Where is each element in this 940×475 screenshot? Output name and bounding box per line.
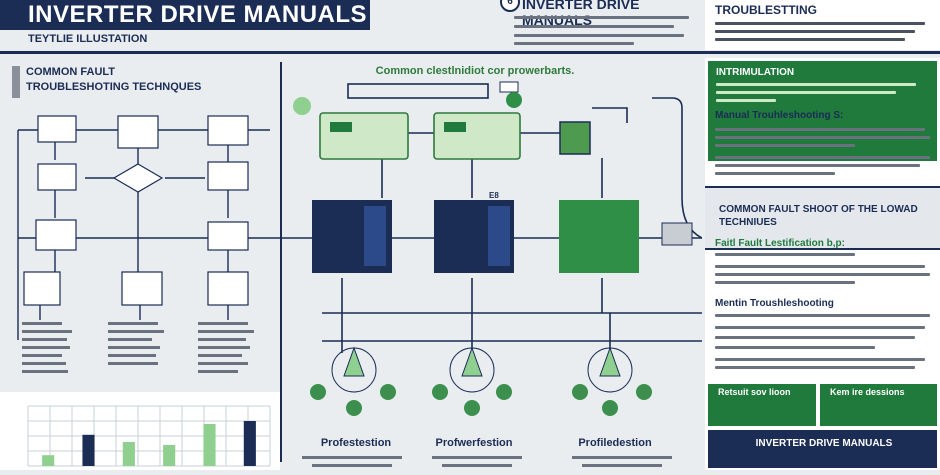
- right-header: TROUBLESTTING: [705, 0, 940, 50]
- center-header: 6 INVERTER DRIVE MANUALS: [498, 0, 698, 50]
- method-heading: Mentin Troushleshooting: [715, 298, 834, 309]
- fault-id-heading: Faitl Fault Lestification b,p:: [715, 238, 845, 249]
- chart-bar: [42, 455, 55, 466]
- center-header-title: INVERTER DRIVE MANUALS: [522, 0, 640, 28]
- drive-label: E8: [489, 191, 499, 200]
- bar-chart-panel: [0, 392, 280, 470]
- callout-right-title: Kem ire dessions: [830, 387, 905, 397]
- vertical-divider: [280, 62, 282, 462]
- manual-heading: Manual Trouhleshooting S:: [715, 110, 844, 121]
- fault-band-line1: COMMON FAULT SHOOT OF THE LOWAD: [719, 204, 918, 215]
- bottom-label-2: Profwerfestion: [435, 437, 513, 449]
- intro-heading: INTRIMULATION: [716, 67, 795, 78]
- header-divider: [0, 51, 940, 54]
- diagram-title: Common clestlnidiot cor prowerbarts.: [375, 65, 575, 77]
- right-info-panel: INTRIMULATION Manual Trouhleshooting S: …: [705, 58, 940, 470]
- section-number-badge: 6: [500, 0, 520, 12]
- chart-bar: [243, 421, 256, 466]
- page-title: INVERTER DRIVE MANUALS: [0, 0, 370, 30]
- footer-title: INVERTER DRIVE MANUALS: [755, 438, 893, 449]
- bottom-label-3: Profiledestion: [578, 437, 652, 449]
- bottom-label-1: Profestestion: [320, 437, 392, 449]
- page-subtitle: TEYTLIE ILLUSTATION: [28, 33, 148, 45]
- chart-bar: [82, 434, 95, 466]
- callout-left: Retsuit sov lioon: [708, 384, 816, 426]
- chart-bar: [122, 442, 135, 466]
- left-heading-line2: TROUBLESHOTING TECHNQUES: [26, 81, 202, 93]
- chart-bar: [203, 424, 216, 466]
- power-circuit-diagram: E8: [282, 81, 702, 467]
- fault-band-line2: TECHNIUES: [719, 217, 777, 228]
- callout-left-title: Retsuit sov lioon: [718, 387, 791, 397]
- chart-bar: [163, 445, 176, 466]
- footer-band: INVERTER DRIVE MANUALS: [708, 430, 937, 468]
- right-header-title: TROUBLESTTING: [715, 3, 817, 17]
- bar-chart: [27, 405, 271, 467]
- fault-flowchart: [17, 115, 280, 373]
- common-fault-band: COMMON FAULT SHOOT OF THE LOWAD TECHNIUE…: [705, 186, 940, 250]
- callout-right: Kem ire dessions: [820, 384, 937, 426]
- left-heading-line1: COMMON FAULT: [26, 66, 116, 78]
